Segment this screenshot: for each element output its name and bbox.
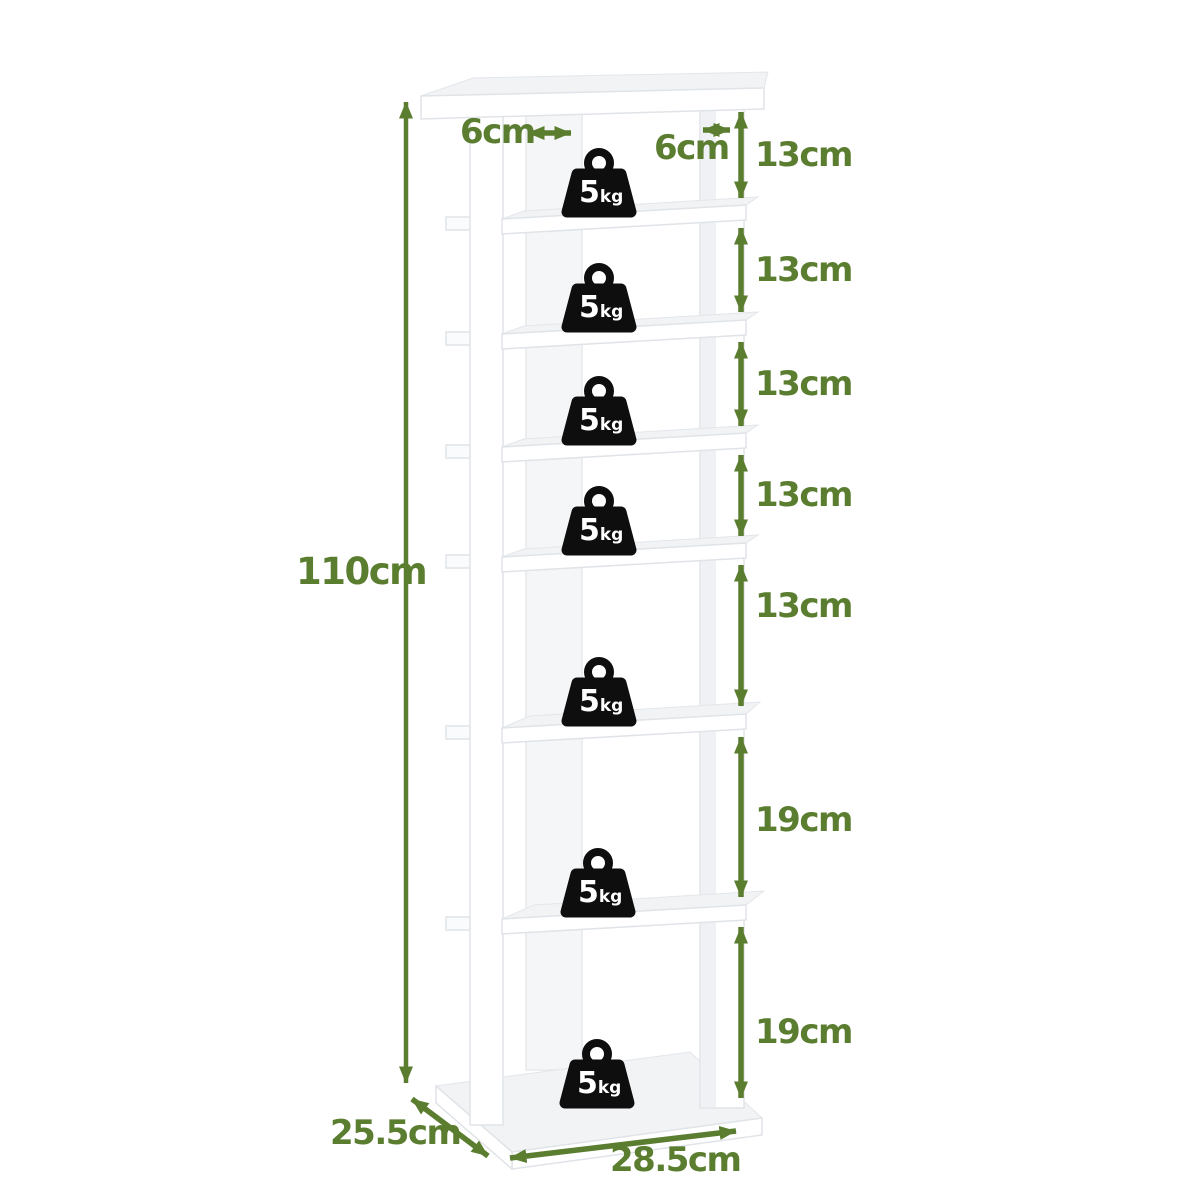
tier-gap-label: 13cm: [755, 586, 853, 626]
base-width-label: 28.5cm: [610, 1140, 742, 1180]
tier-gap-label: 19cm: [755, 1012, 853, 1052]
weight-icon: 5kg: [567, 661, 631, 721]
weight-icon: 5kg: [567, 152, 631, 212]
base-width-arrow: [509, 1126, 737, 1163]
tier-gap-label: 13cm: [755, 135, 853, 175]
right-post: [699, 91, 745, 1109]
height-dimension-label: 110cm: [296, 550, 428, 593]
svg-text:5kg: 5kg: [579, 403, 623, 438]
top-board: [420, 71, 769, 120]
svg-text:5kg: 5kg: [579, 175, 623, 210]
weight-icon: 5kg: [567, 490, 631, 550]
weight-icon: 5kg: [566, 852, 630, 912]
left-column-width-label: 6cm: [460, 112, 536, 152]
svg-text:5kg: 5kg: [577, 1066, 621, 1101]
tier-gap-label: 13cm: [755, 364, 853, 404]
weight-icon: 5kg: [565, 1043, 629, 1103]
tier-gap-label: 19cm: [755, 800, 853, 840]
left-post: [469, 97, 504, 1126]
right-column-width-label: 6cm: [654, 128, 730, 168]
svg-text:5kg: 5kg: [579, 684, 623, 719]
tier-gap-label: 13cm: [755, 250, 853, 290]
base-depth-arrow: [410, 1096, 490, 1159]
svg-text:5kg: 5kg: [579, 290, 623, 325]
right-post-side: [701, 93, 716, 1107]
base-depth-label: 25.5cm: [330, 1113, 462, 1153]
tier-gap-label: 13cm: [755, 475, 853, 515]
weight-icon: 5kg: [567, 267, 631, 327]
svg-text:5kg: 5kg: [578, 875, 622, 910]
svg-text:5kg: 5kg: [579, 513, 623, 548]
dimension-arrows: [399, 101, 748, 1163]
weight-icon: 5kg: [567, 380, 631, 440]
